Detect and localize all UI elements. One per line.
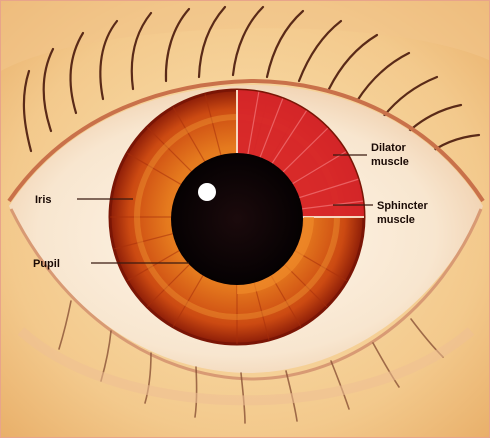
- pupil: [171, 153, 303, 285]
- pupil-highlight: [198, 183, 216, 201]
- label-iris: Iris: [35, 194, 52, 206]
- label-sphincter-line2: muscle: [377, 214, 415, 226]
- label-dilator-line1: Dilator: [371, 142, 407, 154]
- label-sphincter-line1: Sphincter: [377, 200, 428, 212]
- label-dilator-line2: muscle: [371, 156, 409, 168]
- label-pupil: Pupil: [33, 258, 60, 270]
